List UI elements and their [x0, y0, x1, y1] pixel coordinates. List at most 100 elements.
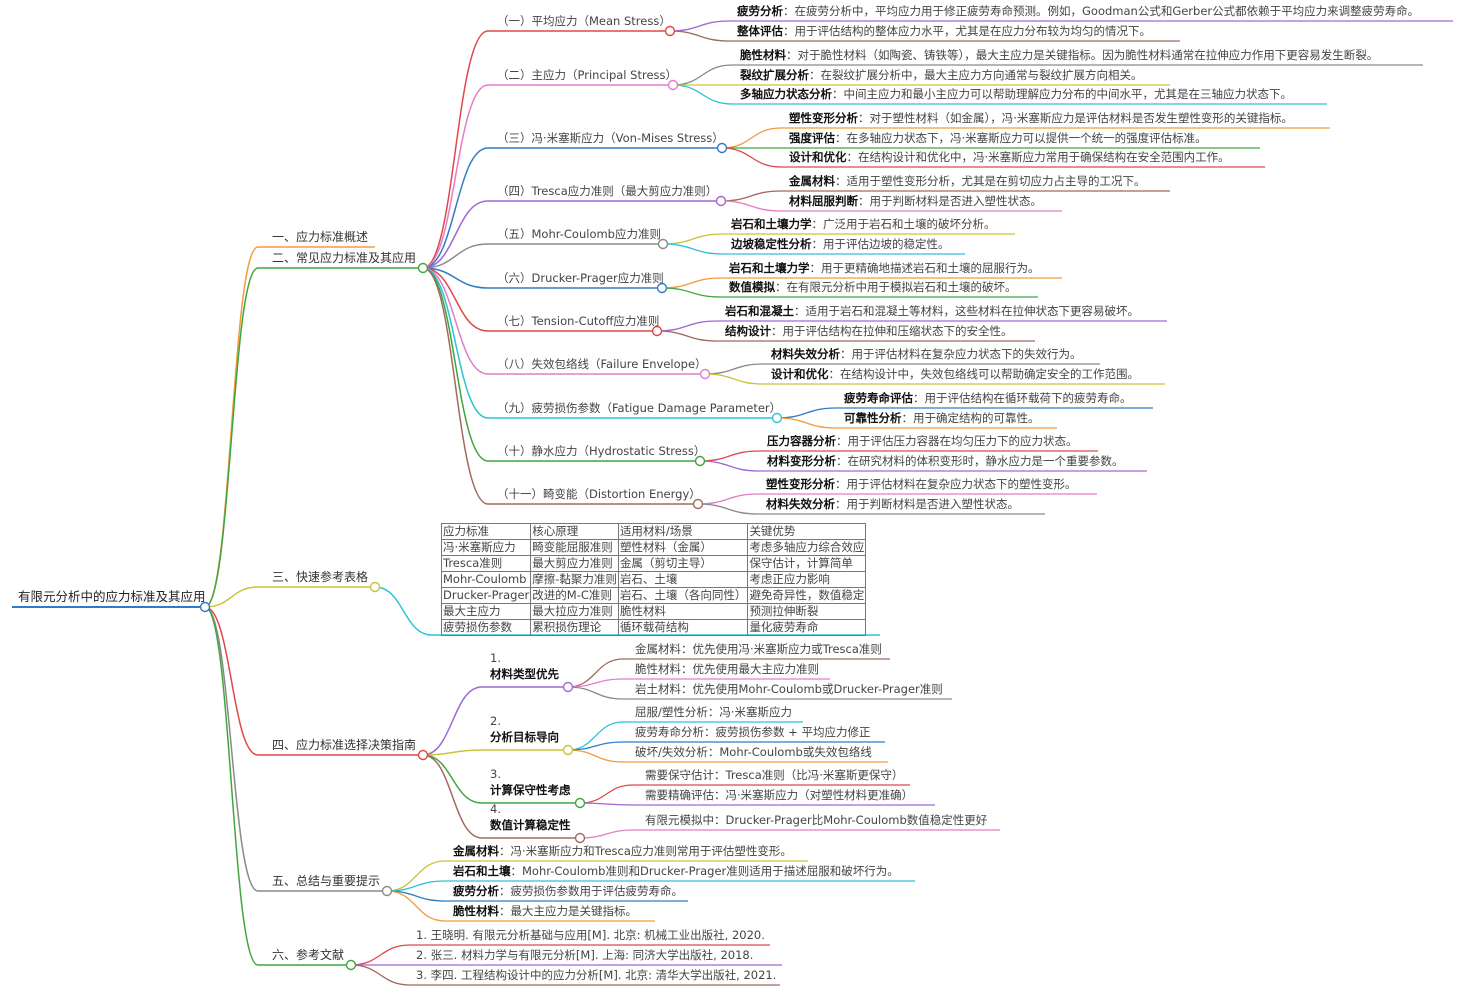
table-row: 最大主应力最大拉应力准则脆性材料预测拉伸断裂: [440, 603, 867, 620]
collapse-toggle-icon[interactable]: [417, 262, 429, 274]
item-desc: ：中间主应力和最小主应力可以帮助理解应力分布的中间水平，尤其是在三轴应力状态下。: [832, 87, 1292, 101]
connector-line: [699, 460, 1147, 472]
detail-item: 整体评估：用于评估结构的整体应力水平，尤其是在应力分布较为均匀的情况下。: [737, 24, 1151, 38]
collapse-toggle-icon[interactable]: [667, 79, 679, 91]
table-cell: 量化疲劳寿命: [747, 619, 867, 636]
table-cell: 预测拉伸断裂: [747, 603, 867, 620]
connector-line: [579, 784, 910, 804]
connector-line: [422, 200, 721, 269]
connector-line: [422, 30, 670, 269]
summary-item: 疲劳分析：疲劳损伤参数用于评估疲劳寿命。: [453, 884, 683, 898]
connector-line: [350, 944, 770, 966]
section-node: 六、参考文献: [272, 948, 345, 962]
collapse-toggle-icon[interactable]: [562, 744, 574, 756]
reference-item: 1. 王晓明. 有限元分析基础与应用[M]. 北京: 机械工业出版社, 2020…: [416, 928, 765, 942]
collapse-toggle-icon[interactable]: [692, 498, 704, 510]
collapse-toggle-icon[interactable]: [199, 601, 211, 613]
collapse-toggle-icon[interactable]: [574, 797, 586, 809]
connector-line: [422, 754, 580, 804]
item-desc: ：用于评估结构在循环载荷下的疲劳寿命。: [913, 391, 1132, 405]
detail-item: 岩石和混凝土：适用于岩石和混凝土等材料，这些材料在拉伸状态下更容易破坏。: [725, 304, 1139, 318]
collapse-toggle-icon[interactable]: [656, 282, 668, 294]
item-desc: ：用于评估边坡的稳定性。: [811, 237, 950, 251]
stress-standard-node: （十一）畸变能（Distortion Energy）: [497, 487, 701, 501]
connector-line: [697, 493, 1097, 505]
collapse-toggle-icon[interactable]: [651, 325, 663, 337]
collapse-toggle-icon[interactable]: [562, 681, 574, 693]
item-term: 压力容器分析: [767, 434, 836, 448]
collapse-toggle-icon[interactable]: [369, 581, 381, 593]
connector-line: [374, 586, 880, 636]
collapse-toggle-icon[interactable]: [699, 368, 711, 380]
table-cell: 摩擦-黏聚力准则: [530, 571, 619, 588]
stress-standard-node: （六）Drucker-Prager应力准则: [497, 271, 664, 285]
item-desc: ：用于评估结构在拉伸和压缩状态下的安全性。: [771, 324, 1013, 338]
item-term: 材料失效分析: [771, 347, 840, 361]
table-cell: 累积损伤理论: [530, 619, 619, 636]
connector-line: [204, 606, 351, 966]
table-cell: 最大主应力: [440, 603, 532, 620]
detail-item: 材料失效分析：用于判断材料是否进入塑性状态。: [766, 497, 1019, 511]
table-cell: 岩石、土壤: [617, 571, 749, 588]
detail-item: 疲劳寿命评估：用于评估结构在循环载荷下的疲劳寿命。: [844, 391, 1132, 405]
connector-line: [422, 84, 673, 269]
table-cell: 塑性材料（金属）: [617, 539, 749, 556]
detail-item: 设计和优化：在结构设计中，失效包络线可以帮助确定安全的工作范围。: [771, 367, 1139, 381]
connector-line: [567, 686, 952, 700]
collapse-toggle-icon[interactable]: [657, 238, 669, 250]
detail-item: 结构设计：用于评估结构在拉伸和压缩状态下的安全性。: [725, 324, 1013, 338]
collapse-toggle-icon[interactable]: [664, 25, 676, 37]
collapse-toggle-icon[interactable]: [417, 749, 429, 761]
table-cell: 疲劳损伤参数: [440, 619, 532, 636]
connector-line: [422, 267, 705, 375]
collapse-toggle-icon[interactable]: [381, 885, 393, 897]
item-desc: ：适用于塑性变形分析，尤其是在剪切应力占主导的工况下。: [835, 174, 1146, 188]
collapse-toggle-icon[interactable]: [716, 142, 728, 154]
connector-line: [422, 749, 568, 756]
item-desc: ：用于评估材料在复杂应力状态下的失效行为。: [840, 347, 1082, 361]
item-desc: ：用于判断材料是否进入塑性状态。: [835, 497, 1019, 511]
collapse-toggle-icon[interactable]: [715, 195, 727, 207]
item-desc: ：广泛用于岩石和土壤的破坏分析。: [811, 217, 996, 231]
detail-item: 金属材料：适用于塑性变形分析，尤其是在剪切应力占主导的工况下。: [789, 174, 1146, 188]
item-desc: ：对于脆性材料（如陶瓷、铸铁等），最大主应力是关键指标。因为脆性材料通常在拉伸应…: [786, 48, 1379, 62]
item-term: 裂纹扩展分析: [740, 68, 809, 82]
stress-standard-node: （八）失效包络线（Failure Envelope）: [497, 357, 707, 371]
item-term: 设计和优化: [771, 367, 829, 381]
reference-table: 应力标准核心原理适用材料/场景关键优势冯·米塞斯应力畸变能屈服准则塑性材料（金属…: [440, 523, 867, 636]
item-term: 设计和优化: [789, 150, 847, 164]
item-term: 金属材料: [789, 174, 835, 188]
connector-line: [386, 890, 688, 902]
collapse-toggle-icon[interactable]: [694, 455, 706, 467]
item-desc: ：用于评估材料在复杂应力状态下的塑性变形。: [835, 477, 1077, 491]
stress-standard-node: （二）主应力（Principal Stress）: [497, 68, 678, 82]
connector-line: [350, 964, 780, 986]
connector-line: [579, 802, 935, 806]
item-desc: ：在疲劳分析中，平均应力用于修正疲劳寿命预测。例如，Goodman公式和Gerb…: [783, 4, 1420, 18]
item-term: 塑性变形分析: [766, 477, 835, 491]
detail-item: 材料变形分析：在研究材料的体积变形时，静水应力是一个重要参数。: [767, 454, 1124, 468]
connector-line: [422, 686, 568, 756]
detail-item: 压力容器分析：用于评估压力容器在均匀压力下的应力状态。: [767, 434, 1078, 448]
table-row: 冯·米塞斯应力畸变能屈服准则塑性材料（金属）考虑多轴应力综合效应: [440, 539, 867, 556]
item-desc: ：Mohr-Coulomb准则和Drucker-Prager准则适用于描述屈服和…: [510, 864, 899, 878]
detail-item: 边坡稳定性分析：用于评估边坡的稳定性。: [731, 237, 950, 251]
connector-line: [720, 190, 1170, 202]
item-term: 脆性材料: [740, 48, 786, 62]
guideline-item: 疲劳寿命分析：疲劳损伤参数 + 平均应力修正: [635, 725, 871, 739]
guideline-item: 有限元模拟中：Drucker-Prager比Mohr-Coulomb数值稳定性更…: [645, 813, 988, 827]
step-number: 1.: [490, 651, 501, 665]
table-cell: 冯·米塞斯应力: [440, 539, 532, 556]
table-header-cell: 核心原理: [530, 523, 619, 540]
collapse-toggle-icon[interactable]: [345, 959, 357, 971]
connector-line: [567, 658, 890, 688]
section-node: 二、常见应力标准及其应用: [272, 251, 417, 265]
summary-item: 脆性材料：最大主应力是关键指标。: [453, 904, 637, 918]
collapse-toggle-icon[interactable]: [574, 832, 586, 844]
item-term: 塑性变形分析: [789, 111, 858, 125]
reference-item: 2. 张三. 材料力学与有限元分析[M]. 上海: 同济大学出版社, 2018.: [416, 948, 754, 962]
collapse-toggle-icon[interactable]: [771, 412, 783, 424]
